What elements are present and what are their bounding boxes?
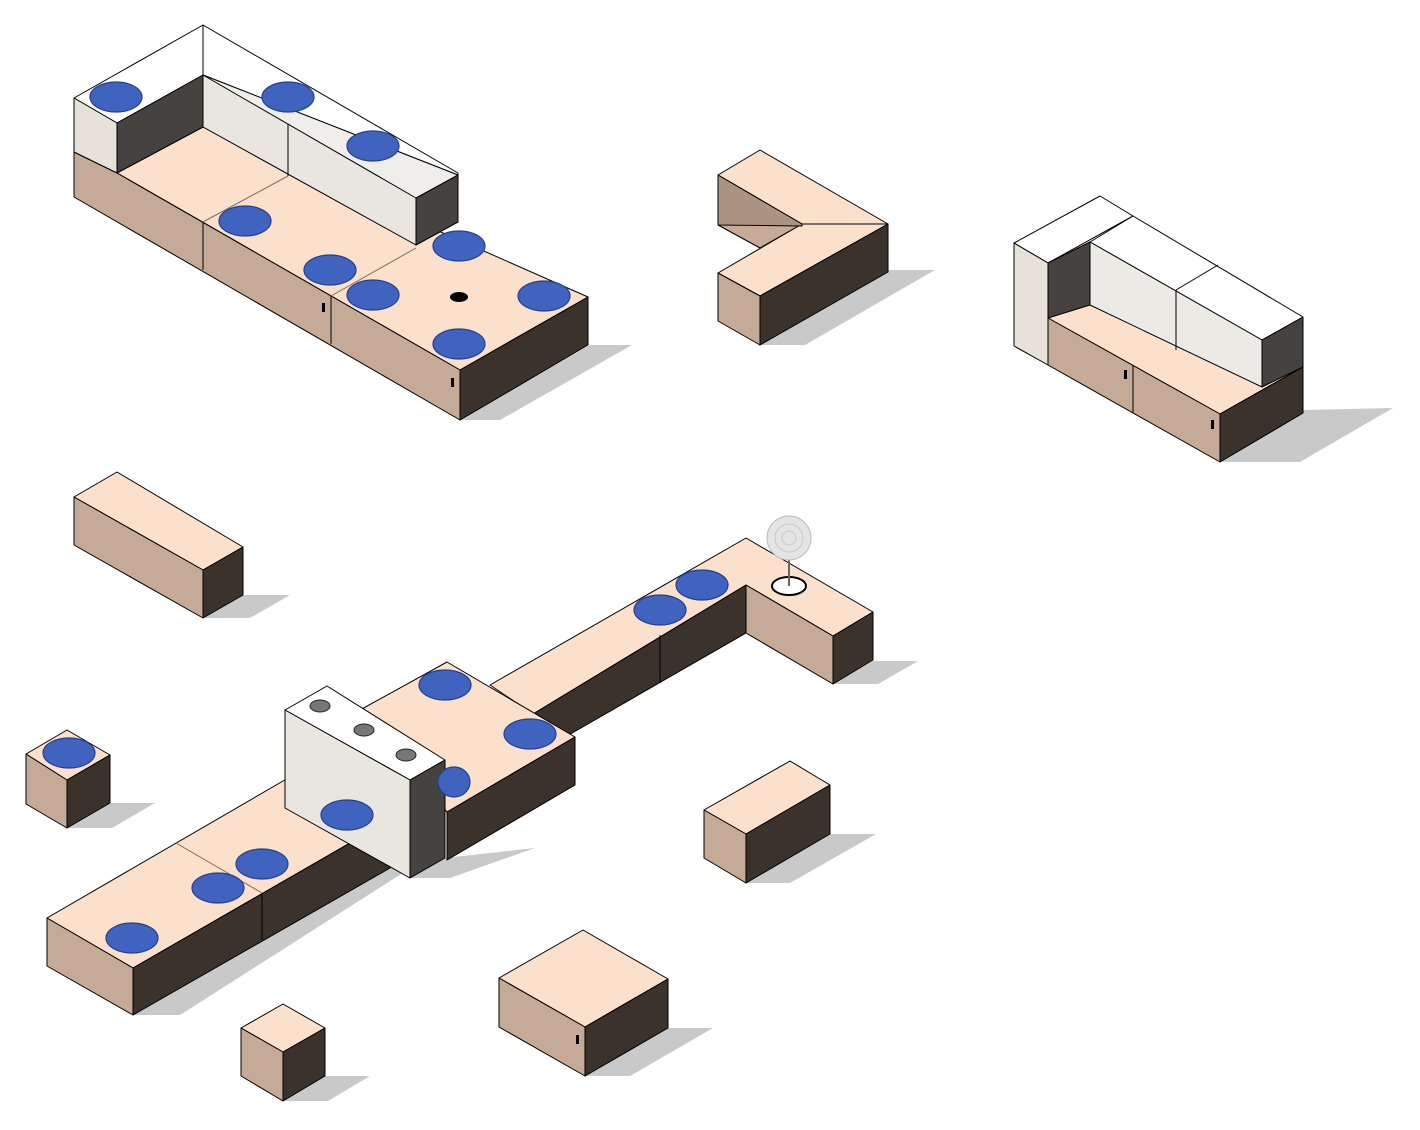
cushion bbox=[503, 718, 557, 750]
unit-cushions bbox=[105, 569, 729, 954]
floor-lamp bbox=[766, 515, 812, 596]
cushion bbox=[346, 279, 400, 311]
planter-holes bbox=[309, 699, 417, 762]
small-cube bbox=[240, 1003, 326, 1102]
cushion bbox=[320, 799, 374, 831]
long-bench bbox=[73, 471, 244, 619]
cushion bbox=[517, 280, 571, 312]
sofa-cushions bbox=[89, 81, 571, 360]
cushion bbox=[191, 872, 245, 904]
cushion bbox=[261, 81, 315, 113]
cushion bbox=[633, 594, 687, 626]
sofa2-back-end bbox=[1261, 316, 1304, 388]
cushion bbox=[432, 230, 486, 262]
sofa2-arm-face bbox=[1013, 242, 1049, 366]
cushion bbox=[437, 766, 471, 798]
bench-right-face bbox=[759, 223, 889, 346]
cushion bbox=[235, 848, 289, 880]
cushion bbox=[105, 922, 159, 954]
planter-end bbox=[409, 759, 446, 879]
modular-sofa-large bbox=[73, 24, 589, 421]
cable-hole bbox=[450, 292, 468, 302]
cushion bbox=[675, 569, 729, 601]
sofa-arm-left-face bbox=[73, 97, 118, 174]
cushion bbox=[89, 81, 143, 113]
long-seating-unit bbox=[46, 515, 874, 1016]
cushion bbox=[432, 328, 486, 360]
l-shaped-bench bbox=[717, 149, 889, 346]
cushion bbox=[218, 205, 272, 237]
cushion bbox=[346, 130, 400, 162]
sofa-base-right-face bbox=[459, 296, 589, 421]
cushioned-stool bbox=[25, 729, 111, 829]
storage-cube bbox=[498, 929, 669, 1077]
two-seat-sofa bbox=[1013, 195, 1304, 463]
cushion bbox=[303, 254, 357, 286]
sofa-backrest-end bbox=[415, 174, 459, 246]
shadows bbox=[67, 270, 1393, 1101]
side-block bbox=[703, 760, 831, 884]
cushion bbox=[418, 669, 472, 701]
sofa2-right-face bbox=[1219, 366, 1304, 463]
